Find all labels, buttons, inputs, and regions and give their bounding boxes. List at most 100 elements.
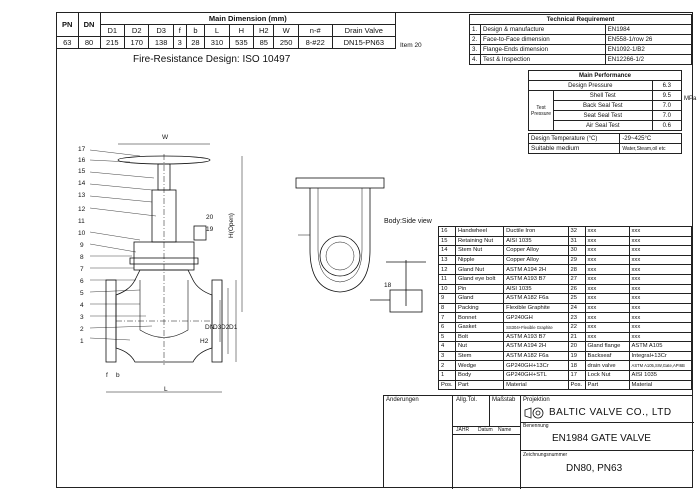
dimension-group-header: Main Dimension (mm)	[99, 12, 397, 25]
part-pos: 11	[438, 273, 456, 285]
part-material: Ductile Iron	[503, 226, 569, 237]
test-value: 9.5	[651, 90, 682, 101]
company-name: BALTIC VALVE CO., LTD	[549, 407, 672, 418]
val-d3: 138	[148, 36, 174, 49]
part-material: xxx	[628, 245, 693, 256]
part-pos: 10	[438, 283, 456, 295]
part-pos: 31	[567, 235, 586, 247]
part-pos: 25	[567, 293, 586, 304]
part-material: xxx	[628, 302, 693, 314]
item-label-8: 8	[80, 254, 84, 261]
item-label-16: 16	[78, 157, 86, 164]
massstab-label: Maßstab	[492, 397, 516, 403]
item-label-6: 6	[80, 278, 84, 285]
test-name: Shell Test	[553, 90, 653, 101]
part-pos: 27	[567, 273, 586, 285]
part-material: ASTM A182 F6a	[503, 293, 569, 304]
part-name: Gland eye bolt	[454, 273, 505, 285]
part-name: drain valve	[584, 360, 630, 371]
part-material: xxx	[628, 235, 693, 247]
item-label-2: 2	[80, 326, 84, 333]
part-name: xxx	[584, 283, 630, 295]
projektion-label: Projektion	[523, 397, 550, 403]
val-w: 250	[273, 36, 299, 49]
part-name: Bonnet	[454, 312, 505, 323]
val-dn: 80	[77, 36, 101, 49]
part-pos: 30	[567, 245, 586, 256]
part-material: ASTM A194 2H	[503, 341, 569, 352]
dim-h-label: H(Open)	[228, 213, 235, 238]
design-pressure-value: 6.3	[651, 80, 682, 91]
part-name: xxx	[584, 331, 630, 343]
part-name: xxx	[584, 273, 630, 285]
tech-req-value: EN1092-1/B2	[604, 44, 693, 55]
tech-req-no: 1.	[469, 24, 481, 35]
part-name: Nipple	[454, 254, 505, 266]
col-d3: D3	[148, 24, 174, 37]
side-view-label: Body:Side view	[384, 218, 432, 225]
tech-req-no: 3.	[469, 44, 481, 55]
part-material: ASTM A182 F6a	[503, 350, 569, 362]
col-h: H	[228, 24, 255, 37]
val-pn: 63	[56, 36, 79, 49]
col-w: W	[273, 24, 299, 37]
part-name: Lock Nut	[584, 369, 630, 381]
part-name: xxx	[584, 254, 630, 266]
part-name: Stem	[454, 350, 505, 362]
tech-req-value: EN12266-1/2	[604, 54, 693, 65]
part-pos: 2	[438, 360, 456, 371]
part-name: Stem Nut	[454, 245, 505, 256]
item-label-5: 5	[80, 290, 84, 297]
col-h2: H2	[253, 24, 275, 37]
dimension-table: PN DN Main Dimension (mm) D1 D2 D3 f b L…	[56, 12, 397, 49]
tech-req-item: Test & Inspection	[480, 54, 606, 65]
parts-footer-pos: Pos.	[438, 379, 456, 391]
part-material: xxx	[628, 226, 693, 237]
medium-value: Water,Steam,oil etc	[619, 143, 682, 154]
part-pos: 21	[567, 331, 586, 343]
part-material: Copper Alloy	[503, 245, 569, 256]
part-pos: 4	[438, 341, 456, 352]
dim-l-label: L	[164, 386, 168, 393]
side-view-body	[309, 188, 371, 293]
part-material: SS304+Flexible Graphite	[503, 321, 569, 333]
tech-req-value: EN558-1/row 26	[604, 34, 693, 45]
part-name: xxx	[584, 321, 630, 333]
part-pos: 18	[567, 360, 586, 371]
valve-drawing	[89, 143, 426, 393]
test-pressure-label: Test Pressure	[527, 90, 555, 131]
parts-footer-part: Part	[454, 379, 505, 391]
part-material: ASTM A105	[628, 341, 693, 352]
test-value: 0.6	[651, 120, 682, 131]
val-h: 535	[228, 36, 255, 49]
part-pos: 8	[438, 302, 456, 314]
performance-title: Main Performance	[528, 70, 682, 81]
benennung-label: Benennung	[523, 423, 549, 429]
part-pos: 20	[567, 341, 586, 352]
part-material: Flexible Graphite	[503, 302, 569, 314]
part-material: xxx	[628, 264, 693, 275]
part-name: Gland flange	[584, 341, 630, 352]
part-name: xxx	[584, 312, 630, 323]
item-label-1: 1	[80, 338, 84, 345]
item-label-15: 15	[78, 168, 86, 175]
part-pos: 29	[567, 254, 586, 266]
drain-valve-body	[389, 289, 423, 313]
fire-resistance-note: Fire-Resistance Design: ISO 10497	[133, 54, 291, 65]
part-pos: 7	[438, 312, 456, 323]
part-material: xxx	[628, 293, 693, 304]
item-label-14: 14	[78, 180, 86, 187]
part-name: Bolt	[454, 331, 505, 343]
tech-req-item: Face-to-Face dimension	[480, 34, 606, 45]
anderungen-label: Änderungen	[386, 397, 419, 403]
dim-h2-label: H2	[200, 338, 209, 345]
parts-footer-pos: Pos.	[567, 379, 586, 391]
